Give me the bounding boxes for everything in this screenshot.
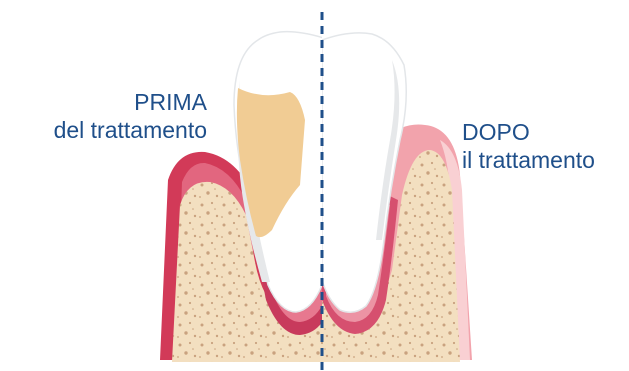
before-treatment-label: PRIMA del trattamento: [54, 88, 207, 144]
after-treatment-side: [322, 33, 472, 362]
before-label-line2: del trattamento: [54, 116, 207, 144]
before-treatment-side: [160, 32, 330, 362]
after-label-line2: il trattamento: [462, 146, 595, 174]
after-label-line1: DOPO: [462, 118, 595, 146]
after-treatment-label: DOPO il trattamento: [462, 118, 595, 174]
before-label-line1: PRIMA: [54, 88, 207, 116]
